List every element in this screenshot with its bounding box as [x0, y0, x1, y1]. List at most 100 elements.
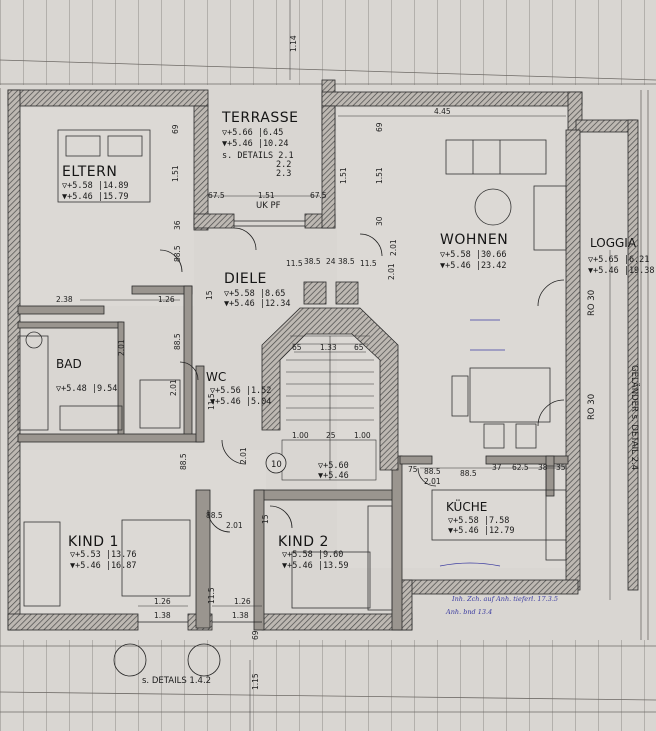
bath-vanity — [59, 405, 123, 431]
dim-label: 67.5 — [208, 191, 225, 200]
dining-table — [469, 367, 551, 423]
dim-label: 1.38 — [154, 611, 171, 620]
dim-label: 88.5 — [179, 453, 188, 470]
dim-label: 1.51 — [258, 191, 275, 200]
wc-data-2: ▼+5.46 |5.04 — [210, 397, 271, 407]
dim-label: 1.00 — [292, 431, 309, 440]
dim-label: 65 — [354, 343, 364, 352]
diele-data-2: ▼+5.46 |12.34 — [224, 299, 291, 309]
dim-label: 1.15 — [251, 673, 260, 690]
dim-label: 2.01 — [387, 263, 396, 280]
furniture — [17, 129, 567, 611]
ro30-label-b: RO 30 — [587, 394, 597, 420]
dim-label: 2.01 — [117, 339, 126, 356]
stair-data-1: ▽+5.60 — [318, 461, 349, 471]
details-bottom-label: s. DETAILS 1.4.2 — [142, 676, 211, 686]
eltern-data-2: ▼+5.46 |15.79 — [62, 192, 129, 202]
dim-label: 2.01 — [239, 447, 248, 464]
dim-label: 1.33 — [320, 343, 337, 352]
kind2-data-1: ▽+5.58 |9.60 — [282, 550, 343, 560]
stair-core — [261, 281, 399, 481]
wc-data-1: ▽+5.56 |1.52 — [210, 386, 271, 396]
kueche-data-1: ▽+5.58 |7.58 — [448, 516, 509, 526]
dim-label: 88.5 — [173, 245, 182, 262]
dim-label: 4.45 — [434, 107, 451, 116]
interior-walls — [17, 285, 569, 631]
ro30-label-a: RO 30 — [587, 290, 597, 316]
dim-label: 1.51 — [339, 167, 348, 184]
dim-label: 35 — [556, 463, 566, 472]
terrasse-data-2: ▼+5.46 |10.24 — [222, 139, 289, 149]
dim-label: 75 — [408, 465, 418, 474]
dim-label: 69 — [375, 122, 384, 132]
kind1-data-1: ▽+5.53 |13.76 — [70, 550, 137, 560]
dim-label: 1.38 — [232, 611, 249, 620]
sofa — [445, 139, 547, 175]
room-floors — [18, 108, 577, 622]
dim-label: 1.51 — [171, 165, 180, 182]
outer-walls — [7, 79, 639, 631]
dim-label: 1.51 — [375, 167, 384, 184]
dim-label: 1.26 — [154, 597, 171, 606]
kueche-name: KÜCHE — [446, 498, 487, 514]
kind2-data-2: ▼+5.46 |13.59 — [282, 561, 349, 571]
dim-label: 36 — [173, 220, 182, 230]
armchair — [533, 185, 567, 251]
dim-label: 30 — [375, 216, 384, 226]
uk-pf-label: UK PF — [256, 201, 281, 211]
wc-name: WC — [206, 370, 226, 384]
dim-label: 69 — [251, 630, 260, 640]
dim-label: 25 — [326, 431, 336, 440]
kind1-desk — [121, 519, 191, 597]
dim-label: 69 — [171, 124, 180, 134]
dim-label: 88.5 — [206, 511, 223, 520]
dim-label: 38.5 — [304, 257, 321, 266]
gelaender-label: GELÄNDER s. DETAIL 2.4 — [629, 365, 640, 470]
eltern-name: ELTERN — [62, 164, 117, 180]
dim-label: 2.01 — [389, 239, 398, 256]
dim-label: 2.38 — [56, 295, 73, 304]
dimension-lines — [80, 0, 611, 731]
loggia-data-1: ▽+5.65 |6.21 — [588, 255, 649, 265]
dim-label: 65 — [292, 343, 302, 352]
double-bed — [57, 129, 151, 203]
terrasse-name: TERRASSE — [221, 110, 298, 126]
terrasse-data-5: 2.3 — [276, 169, 291, 179]
dimension-values: 1.14 69 1.51 67.5 1.51 67.5 69 1.51 4.45… — [56, 35, 566, 690]
terrasse-data-1: ▽+5.66 |6.45 — [222, 128, 283, 138]
kind1-name: KIND 1 — [68, 534, 119, 550]
dim-label: 67.5 — [310, 191, 327, 200]
dim-label: 1.26 — [158, 295, 175, 304]
loggia-name: LOGGIA — [590, 236, 637, 250]
dim-label: 1.00 — [354, 431, 371, 440]
kind2-name: KIND 2 — [278, 534, 329, 550]
kind1-bed — [23, 521, 61, 607]
kind2-wardrobe — [367, 505, 393, 611]
hand-note-1: Inh. Zch. auf Anh. tieferl. 17.3.5 — [451, 595, 558, 603]
dim-label: 1.14 — [289, 35, 298, 52]
dim-label: 2.01 — [424, 477, 441, 486]
wc-fixtures — [139, 379, 181, 429]
bathtub — [17, 335, 49, 431]
dim-label: 11.5 — [286, 259, 303, 268]
dim-label: 62.5 — [512, 463, 529, 472]
dim-label: 2.01 — [226, 521, 243, 530]
hand-marks — [439, 319, 505, 567]
dim-label: 15 — [261, 514, 270, 524]
dim-label: 15 — [205, 290, 214, 300]
terrasse-data-3: s. DETAILS 2.1 — [222, 151, 294, 161]
stair-number-label: 10 — [271, 460, 282, 470]
eltern-data-1: ▽+5.58 |14.89 — [62, 181, 129, 191]
terrasse-data-4: 2.2 — [276, 160, 291, 170]
dim-label: 88.5 — [173, 333, 182, 350]
dim-label: 38 — [538, 463, 548, 472]
dim-label: 88.5 — [460, 469, 477, 478]
wohnen-name: WOHNEN — [440, 232, 508, 248]
dim-label: 38.5 — [338, 257, 355, 266]
coffee-table — [474, 188, 512, 226]
dim-label: 88.5 — [424, 467, 441, 476]
dim-label: 11.5 — [207, 393, 216, 410]
kueche-data-2: ▼+5.46 |12.79 — [448, 526, 515, 536]
